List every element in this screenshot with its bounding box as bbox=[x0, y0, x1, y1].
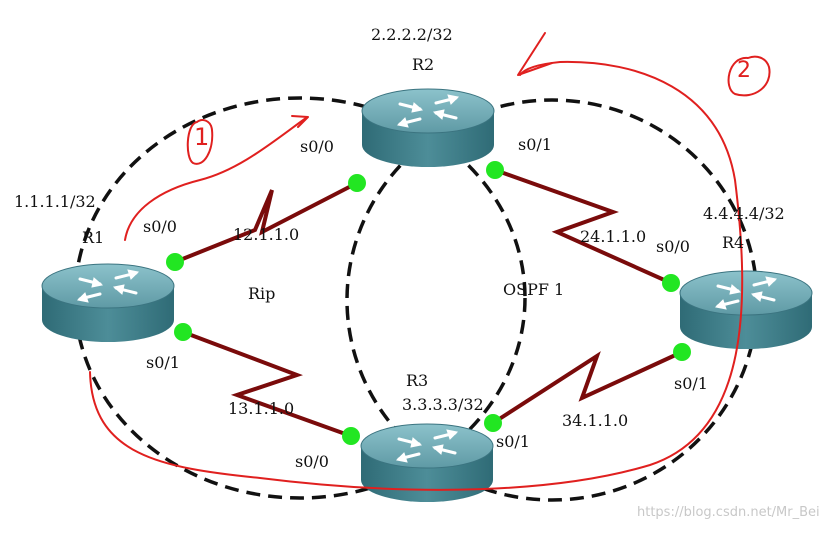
r1-loopback: 1.1.1.1/32 bbox=[14, 192, 96, 211]
r3-loopback: 3.3.3.3/32 bbox=[402, 395, 484, 414]
r3-port-s01: s0/1 bbox=[496, 432, 530, 451]
path-2-circle bbox=[727, 55, 771, 97]
path-1-arrowhead bbox=[291, 115, 309, 128]
link-r3-r4 bbox=[491, 350, 683, 425]
port-r3-s00-dot bbox=[342, 427, 360, 445]
router-r2-icon[interactable] bbox=[360, 87, 496, 169]
annotation-mark-1: 1 bbox=[194, 123, 210, 151]
port-r3-s01-dot bbox=[484, 414, 502, 432]
watermark: https://blog.csdn.net/Mr_Bei bbox=[637, 505, 820, 520]
port-r4-s00-dot bbox=[662, 274, 680, 292]
network-12: 12.1.1.0 bbox=[233, 225, 300, 244]
path-1-circle bbox=[186, 119, 214, 165]
link-r1-r3 bbox=[182, 330, 352, 438]
annotation-mark-2: 2 bbox=[737, 58, 751, 83]
r2-port-s01: s0/1 bbox=[518, 135, 552, 154]
network-34: 34.1.1.0 bbox=[562, 411, 629, 430]
port-r2-s01-dot bbox=[486, 161, 504, 179]
path-2-arrowhead bbox=[517, 32, 553, 76]
r4-name: R4 bbox=[722, 233, 745, 252]
r4-port-s01: s0/1 bbox=[674, 374, 708, 393]
r3-port-s00: s0/0 bbox=[295, 452, 329, 471]
r1-name: R1 bbox=[82, 228, 105, 247]
r2-loopback: 2.2.2.2/32 bbox=[371, 25, 453, 44]
r2-port-s00: s0/0 bbox=[300, 137, 334, 156]
port-r2-s00-dot bbox=[348, 174, 366, 192]
r1-port-s01: s0/1 bbox=[146, 353, 180, 372]
path-1-arrow bbox=[124, 117, 307, 241]
port-r4-s01-dot bbox=[673, 343, 691, 361]
rip-area-label: Rip bbox=[248, 284, 276, 303]
r4-port-s00: s0/0 bbox=[656, 237, 690, 256]
r1-port-s00: s0/0 bbox=[143, 217, 177, 236]
network-13: 13.1.1.0 bbox=[228, 399, 295, 418]
router-r1-icon[interactable] bbox=[40, 262, 176, 344]
r3-name: R3 bbox=[406, 371, 429, 390]
r2-name: R2 bbox=[412, 55, 435, 74]
path-2-arrow bbox=[89, 60, 744, 491]
router-r4-icon[interactable] bbox=[678, 269, 814, 351]
r4-loopback: 4.4.4.4/32 bbox=[703, 204, 785, 223]
link-r1-r2 bbox=[174, 181, 358, 264]
link-r2-r4 bbox=[494, 168, 672, 285]
ospf-area-label: OSPF 1 bbox=[503, 280, 565, 299]
network-24: 24.1.1.0 bbox=[580, 227, 647, 246]
port-r1-s00-dot bbox=[166, 253, 184, 271]
port-r1-s01-dot bbox=[174, 323, 192, 341]
